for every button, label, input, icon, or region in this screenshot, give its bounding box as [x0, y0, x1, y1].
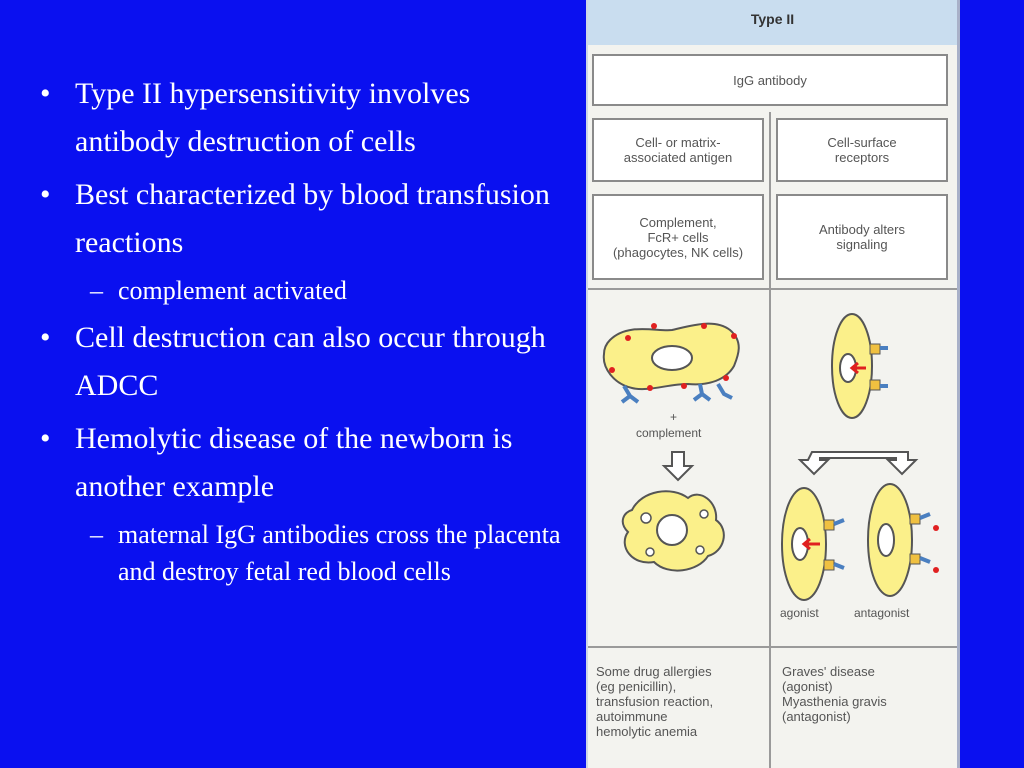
- antigen-right-box: Cell-surface receptors: [776, 118, 948, 182]
- examples-left-text: Some drug allergies (eg penicillin), tra…: [596, 664, 714, 739]
- plus-label: +: [670, 410, 678, 424]
- bullet-item: •Hemolytic disease of the newborn is ano…: [40, 422, 513, 503]
- diagram-header: Type II: [588, 0, 957, 45]
- antagonist-label: antagonist: [854, 606, 910, 620]
- down-arrow-icon: [661, 451, 695, 482]
- row-divider: [588, 288, 957, 290]
- agonist-label: agonist: [780, 606, 819, 620]
- cell-illustrations: [602, 313, 939, 601]
- antagonist-cell-icon: [867, 483, 939, 597]
- examples-right-text: Graves' disease (agonist) Myasthenia gra…: [782, 664, 887, 724]
- bullet-list: •Type II hypersensitivity involves antib…: [32, 70, 572, 595]
- sub-bullet-item: –complement activated: [90, 276, 347, 305]
- split-arrow-icon: [797, 451, 919, 476]
- type-ii-diagram: Type II IgG antibody Cell- or matrix- as…: [586, 0, 960, 768]
- row-divider: [588, 646, 957, 648]
- bullet-item: •Best characterized by blood transfusion…: [40, 178, 550, 259]
- igg-antibody-box: IgG antibody: [592, 54, 948, 106]
- lysed-cell-icon: [621, 490, 725, 572]
- bullet-item: •Type II hypersensitivity involves antib…: [40, 77, 471, 158]
- effector-left-box: Complement, FcR+ cells (phagocytes, NK c…: [592, 194, 764, 280]
- receptor-cell-icon: [831, 313, 888, 419]
- sub-bullet-item: –maternal IgG antibodies cross the place…: [90, 520, 561, 586]
- bullet-item: •Cell destruction can also occur through…: [40, 321, 546, 402]
- agonist-cell-icon: [781, 487, 845, 601]
- effector-right-box: Antibody alters signaling: [776, 194, 948, 280]
- column-divider: [769, 112, 771, 768]
- complement-label: complement: [636, 426, 702, 440]
- antigen-left-box: Cell- or matrix- associated antigen: [592, 118, 764, 182]
- target-cell-icon: [602, 322, 740, 404]
